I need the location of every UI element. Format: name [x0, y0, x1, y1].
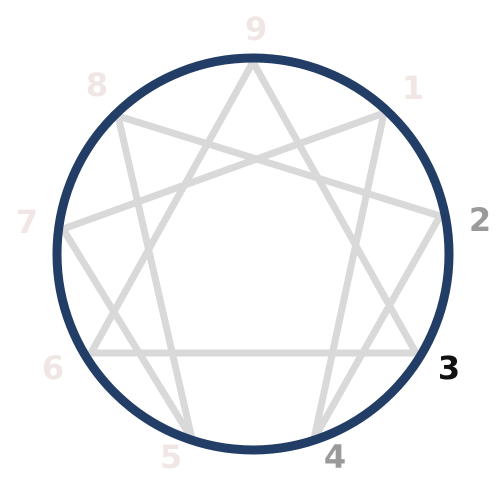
line-2-8 — [114, 112, 444, 220]
point-label-1: 1 — [402, 69, 424, 107]
line-1-4 — [310, 109, 388, 443]
point-label-5: 5 — [160, 438, 182, 476]
point-label-7: 7 — [16, 203, 38, 241]
point-label-4: 4 — [324, 438, 346, 476]
line-7-1 — [59, 109, 388, 233]
outer-circle — [52, 53, 454, 455]
point-label-6: 6 — [42, 349, 64, 387]
point-label-8: 8 — [86, 66, 108, 104]
point-label-9: 9 — [245, 10, 267, 48]
line-9-3 — [249, 58, 420, 357]
line-5-7 — [59, 225, 196, 443]
line-8-5 — [114, 112, 196, 443]
point-label-2: 2 — [469, 201, 491, 239]
line-4-2 — [310, 212, 444, 443]
connecting-lines — [59, 58, 444, 443]
point-label-3: 3 — [438, 349, 460, 387]
line-6-9 — [87, 58, 257, 357]
